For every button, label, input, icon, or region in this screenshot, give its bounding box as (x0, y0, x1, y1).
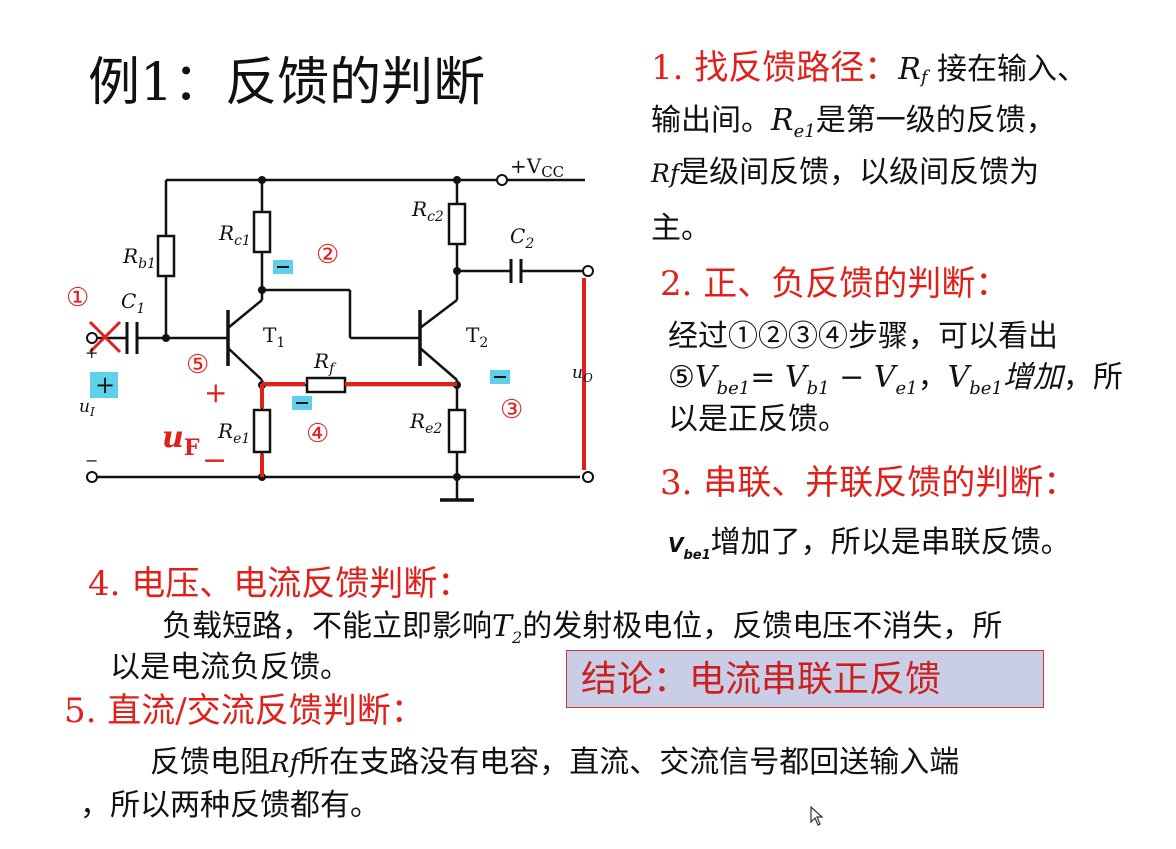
t1-label: T1 (263, 323, 285, 351)
input-plus: + (85, 343, 98, 362)
step2-line3: 以是正反馈。 (668, 402, 848, 437)
marker-1: ① (66, 283, 89, 313)
marker-5: ⑤ (186, 350, 209, 380)
conclusion-box: 结论：电流串联正反馈 (566, 650, 1044, 708)
step4-line1: 负载短路，不能立即影响T2的发射极电位，反馈电压不消失，所 (162, 609, 1003, 647)
re1-label: Re1 (217, 419, 250, 447)
step5-heading: 5. 直流/交流反馈判断： (64, 691, 425, 731)
uf-plus: + (204, 376, 227, 409)
polarity-badges (90, 260, 510, 410)
vcc-label: +VCC (510, 154, 564, 181)
rc1-label: Rc1 (218, 221, 251, 249)
feedback-path (260, 278, 586, 477)
step1-line4: 主。 (651, 211, 711, 246)
input-plus-badge: + (95, 371, 115, 399)
step1-line2: 输出间。Re1是第一级的反馈， (651, 103, 1056, 142)
short-circuit-x-icon (88, 320, 122, 354)
marker-2: ② (316, 240, 339, 270)
uf-label: uF (162, 420, 200, 461)
step2-line1: 经过①②③④步骤，可以看出 (668, 319, 1058, 354)
circuit-diagram: +VCC Rb1 Rc1 Rc2 Re1 Re2 Rf C1 C2 T1 T2 … (66, 154, 594, 502)
step2-line2: ⑤Vbe1= Vb1 − Ve1，Vbe1增加，所 (668, 360, 1123, 399)
step4-heading: 4. 电压、电流反馈判断： (88, 564, 472, 604)
ui-label: uI (79, 397, 95, 419)
step4-line2: 以是电流负反馈。 (110, 650, 350, 685)
marker-4: ④ (306, 419, 329, 449)
rc2-label: Rc2 (411, 197, 444, 225)
step3-line: Vbe1增加了，所以是串联反馈。 (668, 525, 1071, 563)
t2-label: T2 (466, 323, 488, 351)
step1-heading: 1. 找反馈路径： (651, 48, 899, 88)
mouse-pointer-icon (810, 806, 824, 826)
rf-label: Rf (313, 349, 337, 377)
step1-line3: Rf是级间反馈，以级间反馈为 (651, 155, 1040, 190)
marker-3: ③ (500, 395, 523, 425)
step1-line1: 1. 找反馈路径：Rf 接在输入、 (651, 48, 1088, 89)
uo-label: uO (572, 363, 593, 385)
step2-heading: 2. 正、负反馈的判断： (660, 264, 1010, 304)
step5-line1: 反馈电阻Rf所在支路没有电容，直流、交流信号都回送输入端 (150, 745, 960, 780)
input-minus: − (85, 451, 98, 470)
uf-minus: − (202, 443, 227, 478)
page-title: 例1：反馈的判断 (88, 53, 486, 113)
re2-label: Re2 (409, 409, 442, 437)
step3-heading: 3. 串联、并联反馈的判断： (660, 463, 1078, 503)
rb1-label: Rb1 (122, 244, 156, 272)
c1-label: C1 (121, 289, 145, 317)
step5-line2: ，所以两种反馈都有。 (80, 788, 380, 823)
c2-label: C2 (510, 224, 534, 252)
